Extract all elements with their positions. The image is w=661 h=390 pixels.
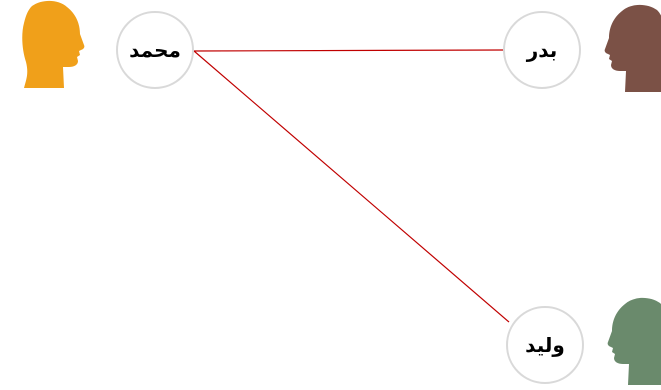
head-silhouette-icon [604,4,661,92]
person-badr[interactable]: بدر [503,4,661,92]
person-waleed[interactable]: وليد [506,297,661,385]
node-label: محمد [129,38,181,62]
node-circle [116,11,194,89]
edge-mohammed-waleed [193,50,510,323]
node-circle [503,11,581,89]
edge-mohammed-badr [193,49,505,52]
node-label: وليد [525,333,565,357]
person-mohammed[interactable]: محمد [22,0,194,89]
node-circle [506,306,584,384]
head-silhouette-icon [607,297,661,385]
head-silhouette-icon [22,0,85,88]
edges-layer [193,49,510,323]
node-label: بدر [526,38,558,62]
